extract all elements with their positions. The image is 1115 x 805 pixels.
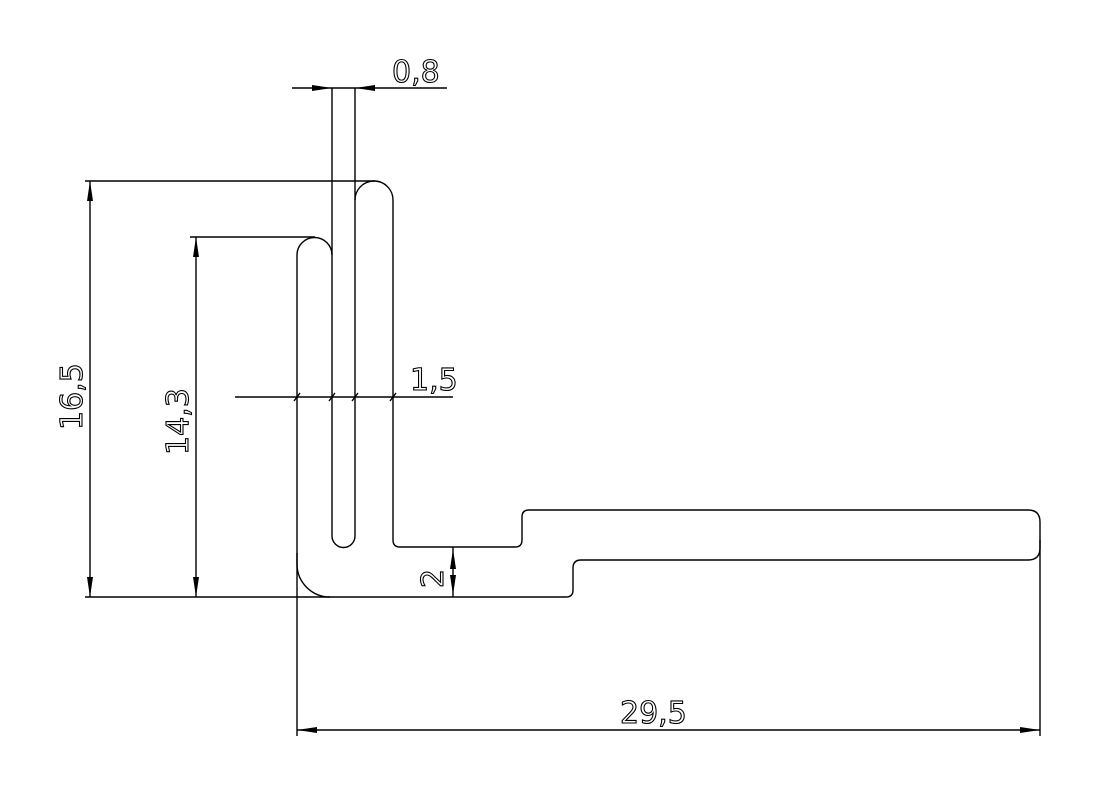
- dimension-base-thickness: 2: [415, 547, 456, 597]
- profile-outline: [296, 180, 1041, 598]
- dimension-flange-height: 14,3: [160, 236, 315, 597]
- dimension-label: 29,5: [620, 696, 687, 731]
- dimension-label: 16,5: [55, 363, 90, 430]
- dimension-label: 0,8: [392, 55, 440, 90]
- dimension-label: 14,3: [161, 388, 196, 455]
- dimension-overall-height: 16,5: [54, 180, 375, 598]
- dimension-label: 1,5: [410, 363, 458, 398]
- dimension-wall-thickness: 1,5: [235, 362, 458, 402]
- dimension-overall-width: 29,5: [296, 540, 1041, 736]
- dimension-label: 2: [416, 569, 451, 588]
- dimension-slot-width: 0,8: [292, 54, 447, 255]
